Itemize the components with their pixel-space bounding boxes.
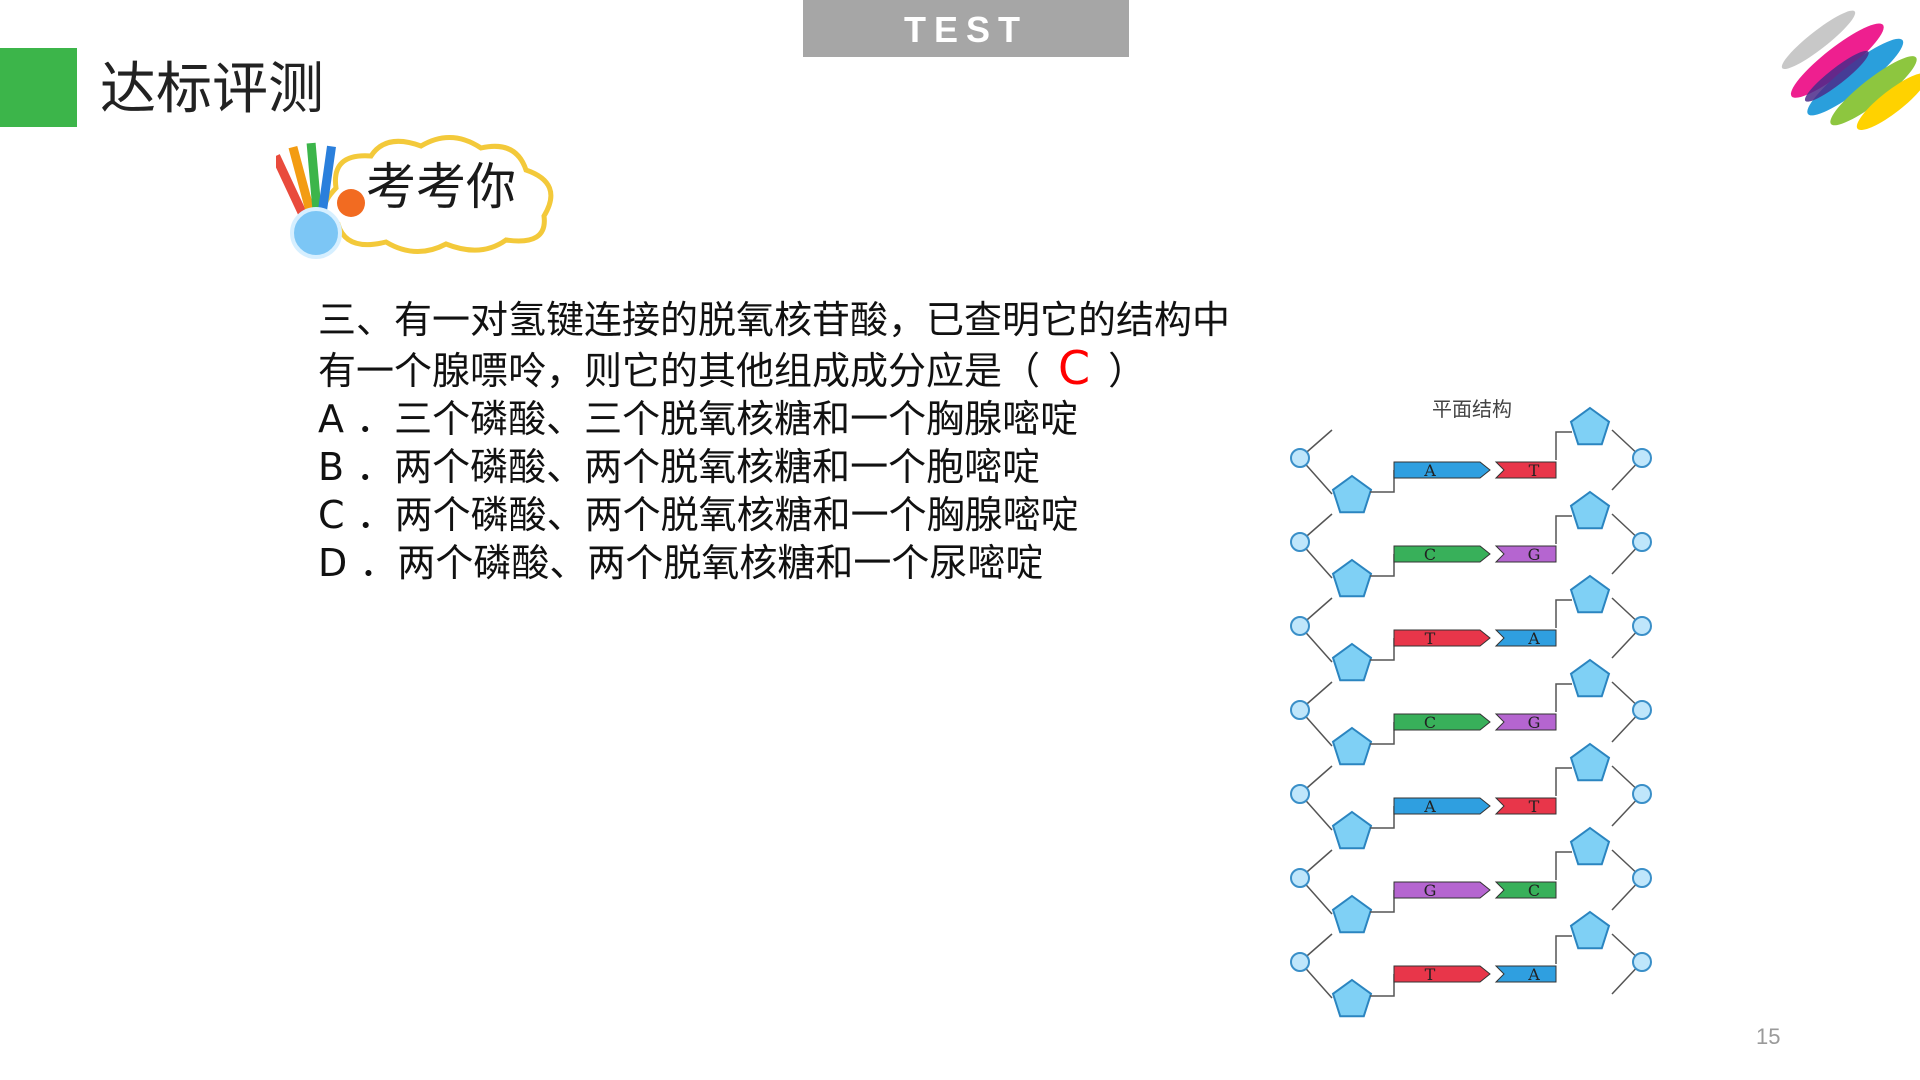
apple-icon (337, 189, 365, 217)
answer-mark: C (1058, 341, 1091, 395)
base-left-label: T (1425, 965, 1436, 984)
pencil-icon (276, 142, 336, 222)
question-block: 三、有一对氢键连接的脱氧核苷酸，已查明它的结构中 有一个腺嘌呤，则它的其他组成成… (318, 296, 1298, 587)
base-right (1494, 461, 1557, 479)
deoxyribose-left (1331, 558, 1373, 598)
base-left (1393, 881, 1491, 899)
phosphate-right (1632, 784, 1652, 804)
deoxyribose-right (1569, 826, 1611, 866)
phosphate-right (1632, 448, 1652, 468)
deoxyribose-right (1569, 658, 1611, 698)
base-left-label: C (1424, 545, 1436, 564)
base-left-label: A (1423, 461, 1436, 480)
base-right-label: G (1528, 713, 1541, 732)
option-d: D ．两个磷酸、两个脱氧核糖和一个尿嘧啶 (318, 541, 1044, 585)
phosphate-right (1632, 616, 1652, 636)
phosphate-right (1632, 868, 1652, 888)
section-accent-block (0, 48, 77, 127)
base-left (1393, 713, 1491, 731)
question-line-2-close: ） (1108, 349, 1147, 393)
phosphate-left (1290, 868, 1310, 888)
question-line-2: 有一个腺嘌呤，则它的其他组成成分应是（ C ） (318, 344, 1298, 395)
base-right (1494, 713, 1557, 731)
base-right-label: T (1529, 461, 1540, 480)
base-right-label: C (1528, 881, 1540, 900)
base-right (1494, 965, 1557, 983)
base-right-label: G (1528, 545, 1541, 564)
base-right-label: A (1527, 629, 1540, 648)
base-left-label: C (1424, 713, 1436, 732)
base-right-label: T (1529, 797, 1540, 816)
phosphate-left (1290, 784, 1310, 804)
test-banner-label: TEST (903, 9, 1028, 50)
deoxyribose-left (1331, 810, 1373, 850)
phosphate-left (1290, 532, 1310, 552)
base-left (1393, 797, 1491, 815)
base-left (1393, 461, 1491, 479)
base-left-label: T (1425, 629, 1436, 648)
deoxyribose-right (1569, 574, 1611, 614)
base-right-label: A (1527, 965, 1540, 984)
phosphate-right (1632, 532, 1652, 552)
base-left-label: G (1424, 881, 1437, 900)
quiz-badge-label: 考考你 (366, 158, 516, 216)
base-right (1494, 881, 1557, 899)
phosphate-left (1290, 448, 1310, 468)
base-left-label: A (1423, 797, 1436, 816)
brand-logo (1781, 10, 1920, 131)
globe-icon (290, 207, 342, 259)
phosphate-left (1290, 700, 1310, 720)
deoxyribose-left (1331, 978, 1373, 1018)
figure-title: 平面结构 (1432, 397, 1512, 421)
test-banner: TEST (803, 0, 1129, 57)
deoxyribose-left (1331, 474, 1373, 514)
phosphate-left (1290, 952, 1310, 972)
base-right (1494, 797, 1557, 815)
deoxyribose-left (1331, 726, 1373, 766)
phosphate-right (1632, 952, 1652, 972)
page-number: 15 (1756, 1024, 1781, 1049)
base-right (1494, 545, 1557, 563)
base-left (1393, 965, 1491, 983)
quiz-badge-cloud (276, 135, 554, 259)
option-a: A ．三个磷酸、三个脱氧核糖和一个胸腺嘧啶 (318, 397, 1079, 441)
deoxyribose-right (1569, 406, 1611, 446)
base-left (1393, 545, 1491, 563)
question-line-1: 三、有一对氢键连接的脱氧核苷酸，已查明它的结构中 (318, 298, 1231, 342)
deoxyribose-right (1569, 490, 1611, 530)
deoxyribose-right (1569, 742, 1611, 782)
phosphate-left (1290, 616, 1310, 636)
deoxyribose-right (1569, 910, 1611, 950)
base-left (1393, 629, 1491, 647)
base-right (1494, 629, 1557, 647)
phosphate-right (1632, 700, 1652, 720)
question-line-2-text: 有一个腺嘌呤，则它的其他组成成分应是（ (318, 349, 1041, 393)
option-c: C ．两个磷酸、两个脱氧核糖和一个胸腺嘧啶 (318, 493, 1079, 537)
option-b: B ．两个磷酸、两个脱氧核糖和一个胞嘧啶 (318, 445, 1041, 489)
deoxyribose-left (1331, 894, 1373, 934)
section-title: 达标评测 (100, 57, 324, 122)
deoxyribose-left (1331, 642, 1373, 682)
